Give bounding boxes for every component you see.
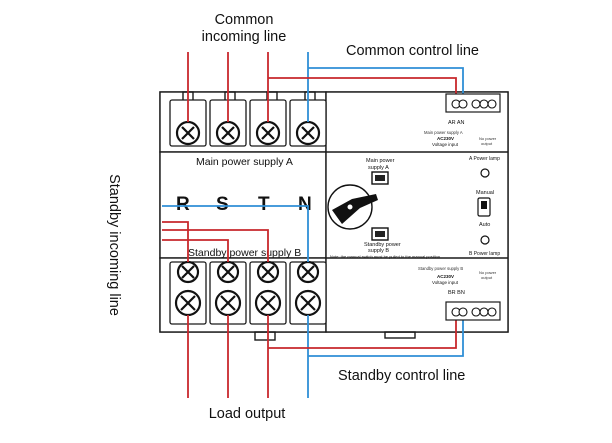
standby-control-blue (308, 312, 464, 357)
top-output-label: output (481, 141, 493, 146)
common-control-line-label: Common control line (346, 43, 479, 59)
phase-label-n: N (298, 194, 312, 215)
common-incoming-line-label-1: Common (215, 12, 274, 28)
standby-wire-r (162, 221, 189, 262)
main-power-supply-label: Main power supply A (196, 156, 293, 168)
top-voltage-label-2: Voltage input (432, 142, 459, 147)
load-output-label: Load output (209, 406, 286, 422)
callout-labels: Common incoming line Common control line… (106, 12, 479, 422)
bottom-supply-label: Standby power supply B (418, 266, 463, 271)
standby-control-wires (268, 312, 464, 357)
standby-control-red (268, 312, 457, 349)
switch-area: Main power supply A Standby power supply… (327, 158, 440, 259)
standby-power-supply-label: Standby power supply B (188, 247, 301, 259)
phase-label-t: T (258, 194, 270, 215)
rotary-switch-handle[interactable] (332, 194, 378, 224)
standby-incoming-wires (162, 205, 309, 262)
common-incoming-line-label-2: incoming line (202, 29, 287, 45)
manual-note: Note: the manual switch must be pulled t… (330, 254, 440, 259)
a-power-lamp-label: A Power lamp (469, 156, 500, 162)
b-power-lamp-label: B Power lamp (469, 251, 500, 257)
top-supply-label: Main power supply A (424, 130, 463, 135)
main-power-label-2: supply A (368, 165, 389, 171)
standby-wire-n (162, 205, 309, 262)
bottom-no-power-label: No power (479, 270, 497, 275)
common-incoming-wires (187, 52, 309, 122)
top-terminal-screws (175, 120, 321, 146)
standby-power-label-1: Standby power (364, 242, 401, 248)
terminal-bn-label: BR BN (448, 290, 465, 296)
standby-power-label-2: supply B (368, 248, 389, 254)
phase-labels: R S T N (176, 194, 312, 215)
standby-wire-t (162, 239, 229, 262)
status-area: A Power lamp Manual Auto B Power lamp (469, 156, 500, 257)
common-control-blue (308, 67, 464, 104)
main-power-label-1: Main power (366, 158, 395, 164)
auto-label: Auto (479, 222, 490, 228)
a-power-lamp (480, 168, 490, 178)
phase-label-s: S (216, 194, 229, 215)
bottom-output-label: output (481, 275, 493, 280)
standby-wire-s (162, 229, 269, 262)
b-power-lamp (480, 235, 490, 245)
bottom-control-terminal-block: Standby power supply B AC230V Voltage in… (418, 266, 501, 321)
terminal-an-label: AR AN (448, 120, 465, 126)
standby-incoming-line-label: Standby incoming line (106, 174, 122, 316)
top-voltage-label: AC230V (437, 136, 454, 141)
top-no-power-label: No power (479, 136, 497, 141)
phase-label-r: R (176, 194, 190, 215)
manual-label: Manual (476, 190, 494, 196)
standby-control-line-label: Standby control line (338, 368, 465, 384)
bottom-voltage-label: AC230V (437, 274, 454, 279)
top-control-terminal-block: AR AN Main power supply A AC230V Voltage… (424, 93, 501, 147)
bottom-voltage-label-2: Voltage input (432, 280, 459, 285)
